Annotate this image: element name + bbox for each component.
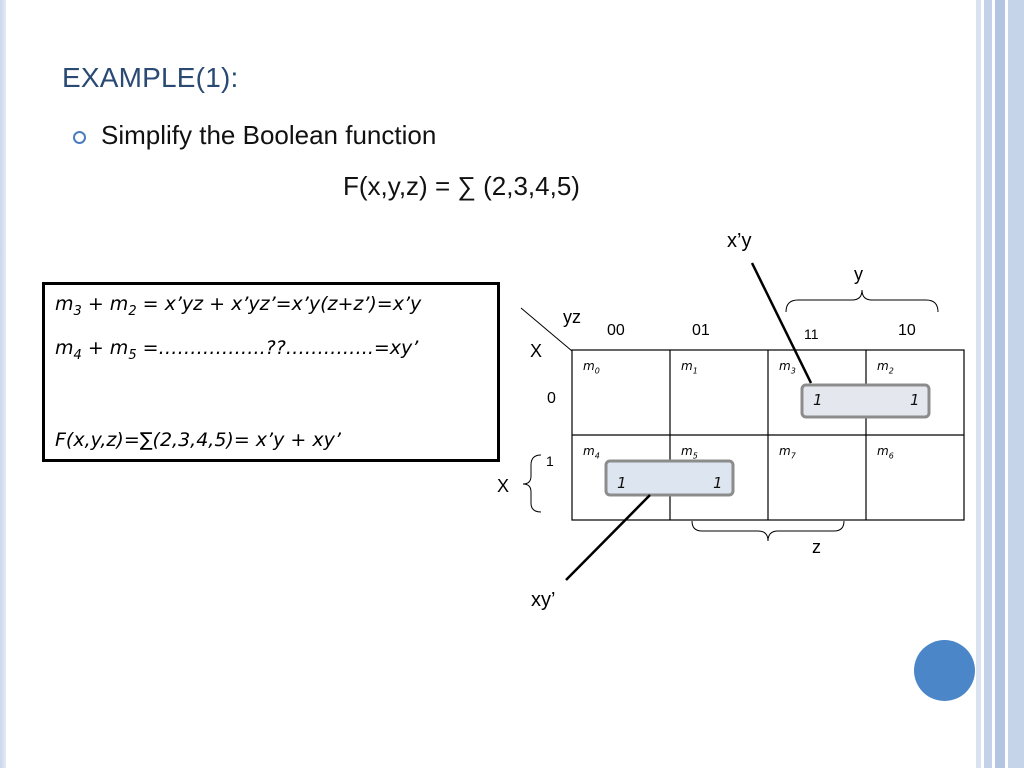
- derivation-box: m3 + m2 = x’yz + x’yz’=x’y(z+z’)=x’y m4 …: [42, 282, 500, 462]
- brace-y: [785, 289, 939, 313]
- col-header-01: 01: [692, 322, 710, 339]
- label-x-side: X: [497, 476, 510, 496]
- cell-m5: m5: [681, 444, 698, 461]
- boolean-function: F(x,y,z) = ∑ (2,3,4,5): [343, 171, 580, 201]
- group-label-x-prime-y: x’y: [727, 230, 752, 252]
- derivation-line-2: m4 + m5 =……………..??…………..=xy’: [55, 337, 419, 363]
- label-z: z: [812, 537, 821, 557]
- corner-label-x: X: [530, 341, 543, 361]
- col-header-00: 00: [607, 322, 625, 339]
- brace-z: [691, 520, 845, 542]
- row-header-0: 0: [547, 390, 556, 407]
- derivation-line-1: m3 + m2 = x’yz + x’yz’=x’y(z+z’)=x’y: [55, 293, 422, 319]
- group-x-prime-y: [800, 383, 931, 419]
- cell-value-m2: 1: [910, 391, 920, 409]
- cell-m3: m3: [779, 359, 796, 376]
- ring-bullet-icon: [73, 131, 86, 144]
- slide-title: EXAMPLE(1):: [62, 62, 239, 93]
- label-y: y: [854, 264, 863, 284]
- cell-m7: m7: [779, 444, 796, 461]
- group-x-y-prime: [604, 459, 735, 497]
- cell-value-m3: 1: [813, 391, 823, 409]
- cell-m4: m4: [583, 444, 600, 461]
- cell-value-m5: 1: [713, 474, 723, 492]
- cell-m1: m1: [681, 359, 698, 376]
- group-label-x-y-prime: xy’: [531, 589, 556, 611]
- left-border: [0, 0, 6, 768]
- col-header-10: 10: [898, 322, 916, 339]
- pointer-line-bottom: [565, 494, 651, 581]
- circle-button-icon[interactable]: [914, 640, 975, 701]
- cell-m6: m6: [877, 444, 894, 461]
- bullet-text: Simplify the Boolean function: [101, 120, 437, 150]
- col-header-11: 11: [804, 326, 819, 342]
- pointer-line-top: [750, 262, 813, 384]
- right-decorative-stripes: [976, 0, 1024, 768]
- brace-x: [522, 454, 542, 513]
- derivation-line-3: F(x,y,z)=∑(2,3,4,5)= x’y + xy’: [55, 429, 341, 451]
- cell-value-m4: 1: [617, 474, 627, 492]
- corner-label-yz: yz: [563, 307, 581, 327]
- cell-m2: m2: [877, 359, 894, 376]
- cell-m0: m0: [583, 359, 600, 376]
- row-header-1: 1: [546, 453, 554, 469]
